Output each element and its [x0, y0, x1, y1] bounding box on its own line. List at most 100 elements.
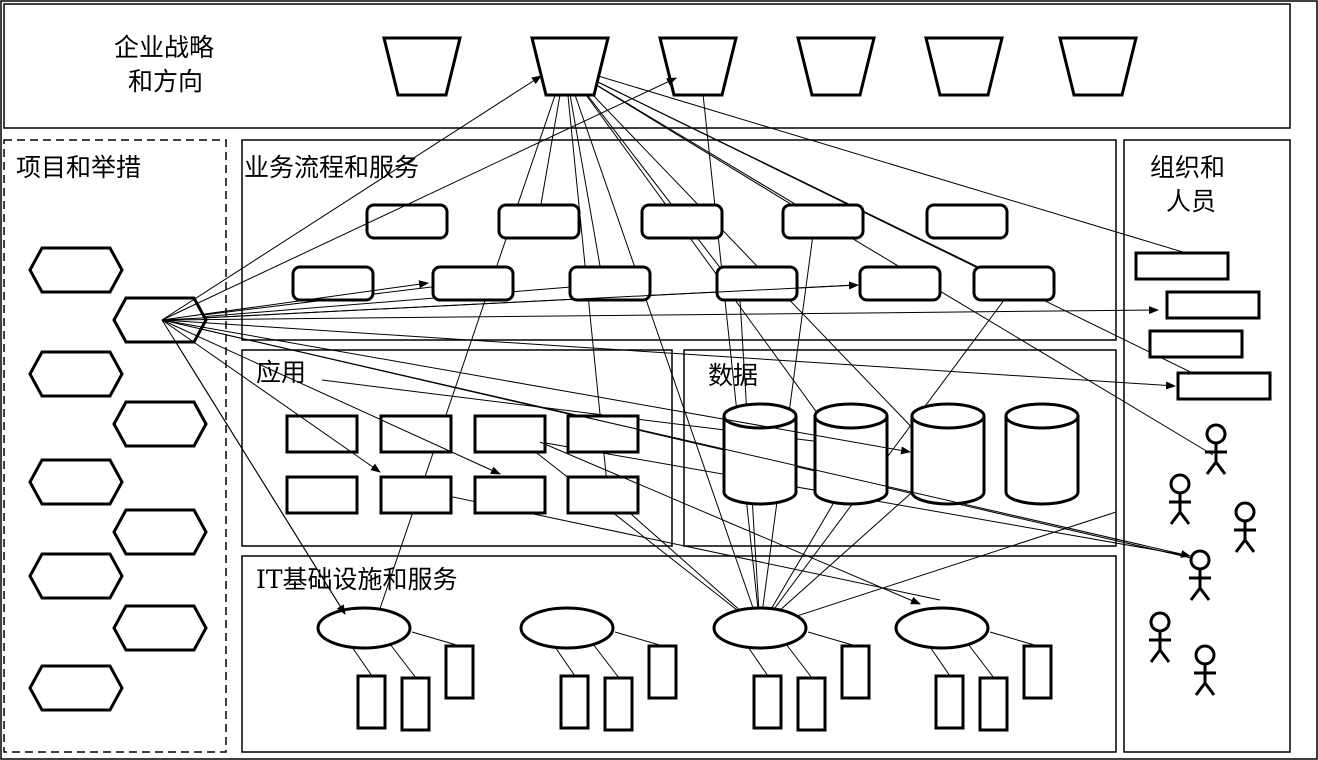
person-2 — [1169, 473, 1191, 525]
infrastructure-nodes — [316, 606, 1053, 732]
arrow-5 — [161, 306, 1159, 321]
application-box-2 — [379, 414, 453, 454]
org-label-line2: 人员 — [1166, 187, 1217, 216]
infra-link — [411, 631, 461, 647]
person-3 — [1234, 501, 1256, 553]
arrow-9 — [161, 319, 911, 455]
server-1 — [752, 674, 783, 730]
applications-label: 应用 — [256, 358, 307, 387]
server-2 — [978, 676, 1009, 732]
project-link-2 — [161, 283, 609, 321]
strategy-label-line2: 和方向 — [128, 67, 204, 96]
database-body — [910, 416, 986, 506]
strategy-goal-2 — [530, 36, 610, 97]
server-1 — [559, 674, 590, 730]
project-hexagon-6 — [112, 508, 208, 556]
project-link-1 — [161, 283, 457, 321]
infra-hub — [519, 606, 615, 650]
application-box-1 — [285, 414, 359, 454]
strategy-link-4 — [564, 65, 746, 301]
person-leg-left — [1234, 539, 1247, 553]
data-label: 数据 — [708, 361, 759, 390]
person-leg-right — [1214, 461, 1227, 475]
application-box-4 — [566, 414, 640, 454]
person-leg-right — [1198, 587, 1211, 601]
infra-hub — [712, 606, 808, 650]
process-box-6 — [291, 265, 375, 302]
process-box-2 — [497, 203, 581, 240]
org-label-line1: 组织和 — [1150, 153, 1226, 182]
org-section-frame — [1123, 139, 1291, 753]
arrow-3 — [161, 280, 429, 321]
person-leg-left — [1194, 682, 1207, 696]
database-cylinders — [722, 402, 1080, 506]
infra-node-1 — [316, 606, 475, 732]
application-box-3 — [473, 414, 547, 454]
arrow-4 — [161, 281, 859, 321]
process-box-10 — [858, 265, 942, 302]
process-box-9 — [715, 265, 799, 302]
person-head — [1205, 423, 1227, 445]
server-3 — [444, 644, 475, 700]
people-figures — [1149, 423, 1256, 696]
strategy-link-7 — [564, 65, 946, 463]
infra-link — [989, 631, 1039, 647]
arrow-12 — [161, 319, 346, 615]
strategy-goal-5 — [924, 36, 1004, 97]
process-box-1 — [365, 203, 449, 240]
org-unit-2 — [1165, 290, 1261, 320]
process-box-3 — [640, 203, 724, 240]
server-2 — [796, 676, 827, 732]
server-2 — [603, 676, 634, 732]
application-box-6 — [379, 475, 453, 515]
infra-node-4 — [894, 606, 1053, 732]
org-unit-4 — [1176, 371, 1272, 401]
project-hexagon-1 — [28, 246, 124, 294]
application-boxes — [285, 414, 640, 515]
database-top — [1004, 402, 1080, 430]
person-6 — [1194, 644, 1216, 696]
arrow-2 — [161, 77, 677, 321]
arrow-11 — [539, 441, 921, 605]
infra-link — [785, 643, 813, 679]
process-box-8 — [568, 265, 652, 302]
server-1 — [934, 674, 965, 730]
arrow-10 — [161, 319, 1191, 558]
database-cylinder-3 — [910, 402, 986, 506]
database-top — [813, 402, 889, 430]
database-cylinder-1 — [722, 402, 798, 506]
infra-link-8 — [759, 511, 1117, 629]
server-1 — [356, 674, 387, 730]
strategy-link-12 — [371, 65, 566, 633]
project-hexagon-5 — [28, 458, 124, 506]
person-leg-right — [1178, 511, 1191, 525]
infrastructure-label: IT基础设施和服务 — [256, 565, 458, 594]
org-unit-1 — [1134, 251, 1230, 281]
server-2 — [400, 676, 431, 732]
person-head — [1189, 549, 1211, 571]
project-hexagon-7 — [28, 552, 124, 600]
strategy-link-13 — [564, 65, 761, 629]
application-box-8 — [566, 475, 640, 515]
database-cylinder-4 — [1004, 402, 1080, 506]
strategy-link-10 — [564, 65, 1214, 456]
infra-link — [592, 643, 620, 679]
infra-link — [967, 643, 995, 679]
project-hexagon-8 — [112, 604, 208, 652]
strategy-label-line1: 企业战略 — [114, 33, 215, 62]
project-hexagon-3 — [28, 350, 124, 398]
projects-section-frame — [3, 139, 227, 753]
infra-link — [927, 643, 951, 677]
person-leg-left — [1205, 461, 1218, 475]
strategy-link-6 — [564, 65, 856, 466]
person-4 — [1189, 549, 1211, 601]
arrow-7 — [161, 319, 381, 473]
strategy-goal-4 — [796, 36, 876, 97]
server-3 — [647, 644, 678, 700]
strategy-goals — [382, 36, 1138, 97]
person-1 — [1205, 423, 1227, 475]
infra-node-3 — [712, 606, 871, 732]
strategy-goal-3 — [658, 36, 738, 97]
infra-link — [389, 643, 417, 679]
